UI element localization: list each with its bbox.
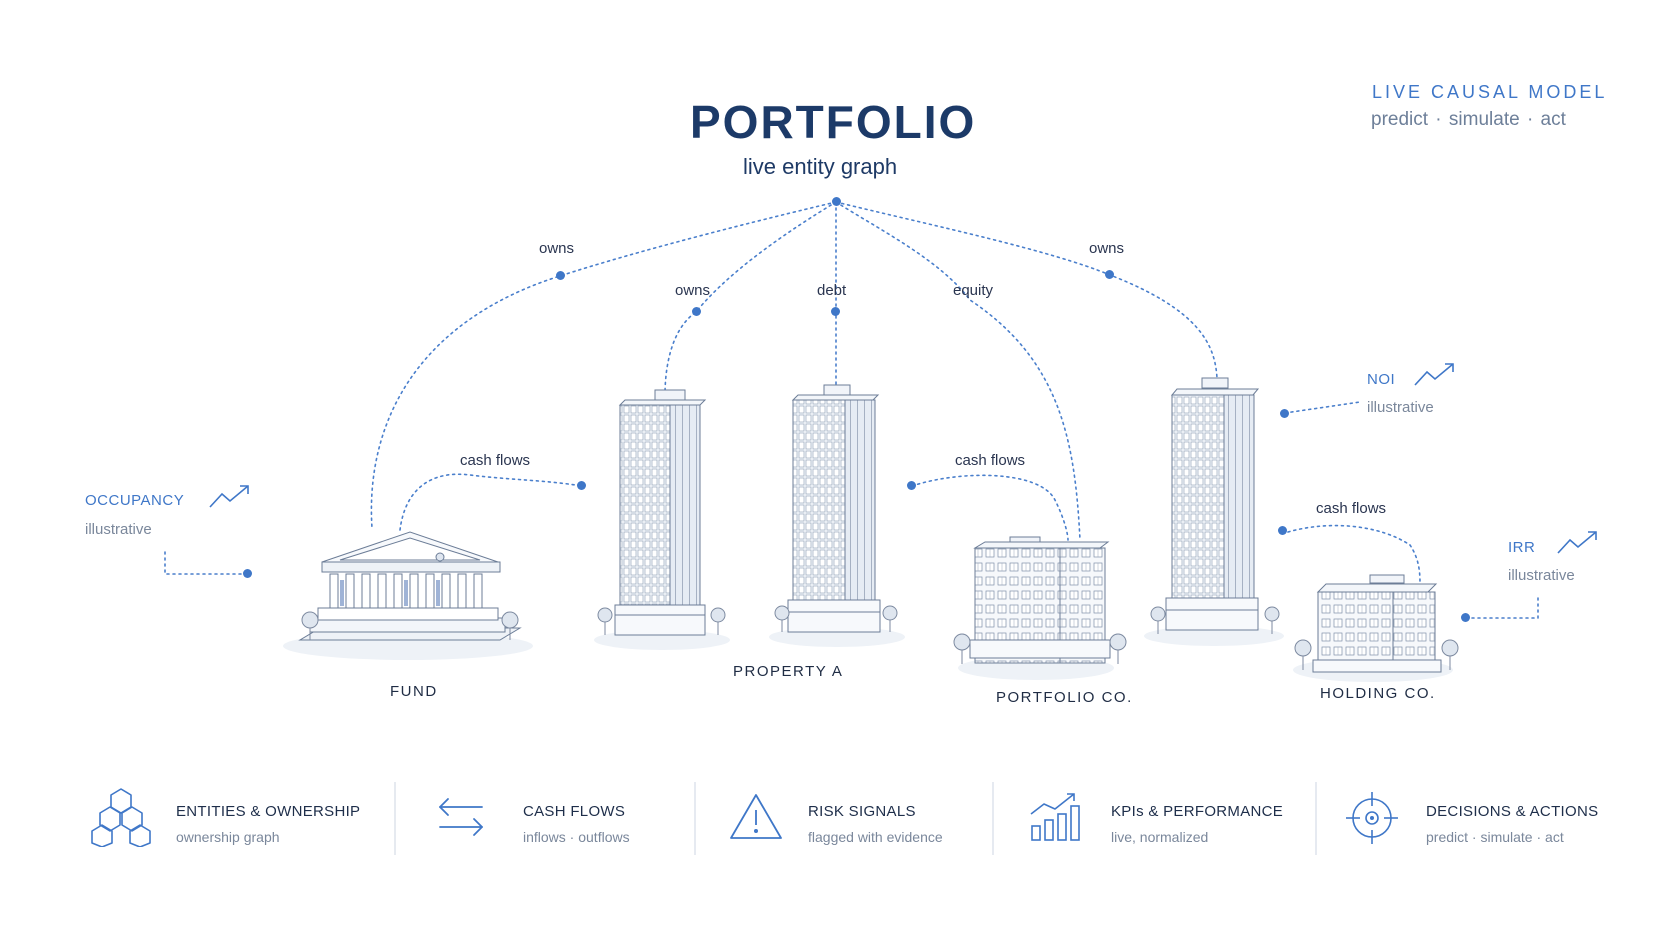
- trend-up-icon: [1557, 531, 1597, 554]
- capability-risk-sub: flagged with evidence: [808, 829, 943, 845]
- kpi-irr-label: IRR: [1508, 539, 1536, 556]
- kpi-irr-sub: illustrative: [1508, 567, 1575, 584]
- edge-label-cash-mid: cash flows: [955, 452, 1026, 469]
- kpi-occupancy-label: OCCUPANCY: [85, 492, 185, 509]
- edge-cash-mid-line: [911, 474, 1069, 541]
- noi-dot[interactable]: [1280, 409, 1289, 418]
- edge-equity-line: [835, 201, 1081, 541]
- holding-co-building: [1294, 574, 1459, 673]
- cash-mid-dot[interactable]: [907, 481, 916, 490]
- root-dot[interactable]: [832, 197, 841, 206]
- capability-cash-flows-sub: inflows · outflows: [523, 829, 630, 845]
- warning-icon: [730, 794, 782, 839]
- portfolio-co-building: [953, 536, 1127, 664]
- capability-decisions-title: DECISIONS & ACTIONS: [1426, 803, 1599, 820]
- edge-label-cash-left: cash flows: [460, 452, 531, 469]
- tower-building-left: [597, 389, 726, 636]
- occupancy-connector-line: [164, 551, 249, 575]
- edge-label-debt: debt: [817, 282, 847, 299]
- edge-label-owns-right: owns: [1089, 240, 1125, 257]
- debt-dot[interactable]: [831, 307, 840, 316]
- kpi-noi-label: NOI: [1367, 371, 1396, 388]
- edge-owns-right-line: [835, 201, 1218, 379]
- model-badge-subtitle: predict · simulate · act: [1371, 109, 1566, 130]
- edge-label-owns-left: owns: [539, 240, 575, 257]
- page-title: PORTFOLIO: [690, 96, 977, 148]
- node-label-portfolio-co: PORTFOLIO CO.: [996, 689, 1133, 706]
- node-label-property-a: PROPERTY A: [733, 663, 844, 680]
- capability-kpis-sub: live, normalized: [1111, 829, 1209, 845]
- trend-up-icon: [1414, 363, 1454, 386]
- trend-up-icon: [209, 485, 249, 508]
- cash-right-dot[interactable]: [1278, 526, 1287, 535]
- capability-decisions-sub: predict · simulate · act: [1426, 829, 1564, 845]
- tower-building-center: [774, 384, 898, 633]
- kpi-noi-sub: illustrative: [1367, 399, 1434, 416]
- tower-building-right: [1150, 377, 1280, 634]
- model-badge-title: LIVE CAUSAL MODEL: [1372, 82, 1608, 102]
- target-icon: [1346, 792, 1398, 844]
- page-subtitle: live entity graph: [743, 154, 898, 179]
- irr-connector-line: [1469, 597, 1539, 619]
- capability-kpis-title: KPIs & PERFORMANCE: [1111, 803, 1284, 820]
- capability-entities-sub: ownership graph: [176, 829, 280, 845]
- bar-chart-icon: [1030, 793, 1080, 841]
- owns-left-dot[interactable]: [556, 271, 565, 280]
- owns-mid-dot[interactable]: [692, 307, 701, 316]
- node-label-fund: FUND: [390, 683, 438, 700]
- node-label-holding-co: HOLDING CO.: [1320, 685, 1436, 702]
- edge-label-cash-right: cash flows: [1316, 500, 1387, 517]
- irr-dot[interactable]: [1461, 613, 1470, 622]
- cubes-icon: [91, 788, 151, 847]
- fund-building: [298, 531, 522, 641]
- cash-left-dot[interactable]: [577, 481, 586, 490]
- kpi-occupancy-sub: illustrative: [85, 521, 152, 538]
- capability-entities-title: ENTITIES & OWNERSHIP: [176, 803, 361, 820]
- arrows-exchange-icon: [439, 798, 483, 836]
- noi-connector-line: [1284, 401, 1361, 414]
- capability-risk-title: RISK SIGNALS: [808, 803, 916, 820]
- edge-label-equity: equity: [953, 282, 994, 299]
- edge-label-owns-mid: owns: [675, 282, 711, 299]
- occupancy-dot[interactable]: [243, 569, 252, 578]
- capability-cash-flows-title: CASH FLOWS: [523, 803, 626, 820]
- owns-right-dot[interactable]: [1105, 270, 1114, 279]
- edge-owns-left-line: [370, 201, 837, 529]
- edge-cash-left-line: [399, 473, 583, 531]
